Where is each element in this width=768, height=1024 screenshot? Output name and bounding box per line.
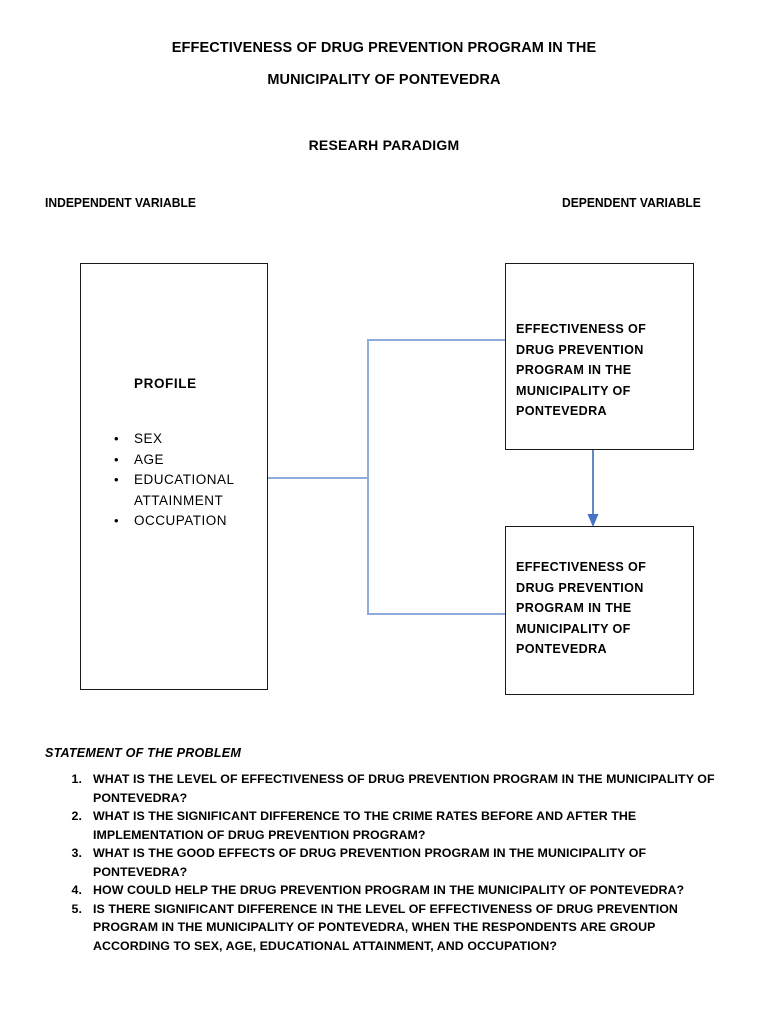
profile-item-label: AGE	[134, 451, 165, 467]
research-paradigm-heading: RESEARH PARADIGM	[308, 137, 460, 153]
document-title-line-2: MUNICIPALITY OF PONTEVEDRA	[267, 72, 501, 88]
profile-item-list: • SEX • AGE • EDUCATIONAL ATTAINMENT • O…	[101, 429, 235, 532]
box-text-line: MUNICIPALITY OF	[516, 621, 631, 636]
question-text: WHAT IS THE SIGNIFICANT DIFFERENCE TO TH…	[93, 809, 637, 842]
dependent-variable-box-top: EFFECTIVENESS OF DRUG PREVENTION PROGRAM…	[505, 263, 694, 450]
box-text-line: DRUG PREVENTION	[516, 580, 644, 595]
profile-item-label-continued: ATTAINMENT	[134, 492, 224, 508]
dependent-box-bottom-text: EFFECTIVENESS OF DRUG PREVENTION PROGRAM…	[516, 557, 646, 660]
independent-variable-label: INDEPENDENT VARIABLE	[45, 195, 196, 210]
document-title-line-1: EFFECTIVENESS OF DRUG PREVENTION PROGRAM…	[171, 40, 597, 56]
list-item: • AGE	[101, 450, 235, 471]
item-number: 2.	[71, 809, 82, 823]
bullet-icon: •	[114, 472, 120, 487]
item-number: 3.	[71, 846, 82, 860]
profile-item-label: OCCUPATION	[134, 513, 228, 528]
bullet-icon: •	[114, 431, 120, 446]
list-item: 1. WHAT IS THE LEVEL OF EFFECTIVENESS OF…	[62, 770, 722, 807]
independent-variable-box: PROFILE • SEX • AGE • EDUCATIONAL ATTAIN…	[80, 263, 268, 690]
connector-line-bottom-branch	[367, 613, 506, 615]
bullet-icon: •	[114, 513, 120, 528]
question-text: IS THERE SIGNIFICANT DIFFERENCE IN THE L…	[93, 901, 678, 953]
question-text: HOW COULD HELP THE DRUG PREVENTION PROGR…	[93, 883, 685, 897]
profile-item-label: SEX	[134, 431, 163, 446]
statement-of-problem-list: 1. WHAT IS THE LEVEL OF EFFECTIVENESS OF…	[62, 770, 722, 955]
box-text-line: PONTEVEDRA	[516, 404, 607, 418]
list-item: • OCCUPATION	[101, 511, 235, 532]
list-item: 2. WHAT IS THE SIGNIFICANT DIFFERENCE TO…	[62, 807, 722, 844]
box-text-line: MUNICIPALITY OF	[516, 383, 631, 398]
research-paradigm-diagram: PROFILE • SEX • AGE • EDUCATIONAL ATTAIN…	[80, 263, 694, 695]
dependent-variable-label: DEPENDENT VARIABLE	[562, 195, 701, 210]
list-item: • EDUCATIONAL ATTAINMENT	[101, 470, 235, 511]
bullet-icon: •	[114, 451, 120, 467]
box-text-line: EFFECTIVENESS OF	[516, 322, 647, 336]
down-arrow-icon	[587, 450, 599, 527]
box-text-line: PROGRAM IN THE	[516, 363, 632, 377]
list-item: 4. HOW COULD HELP THE DRUG PREVENTION PR…	[62, 881, 722, 900]
box-text-line: EFFECTIVENESS OF	[516, 560, 647, 574]
item-number: 1.	[71, 772, 82, 786]
question-text: WHAT IS THE GOOD EFFECTS OF DRUG PREVENT…	[93, 846, 647, 879]
connector-line-left-horizontal	[267, 477, 369, 479]
dependent-box-top-text: EFFECTIVENESS OF DRUG PREVENTION PROGRAM…	[516, 319, 646, 422]
item-number: 4.	[71, 883, 82, 897]
box-text-line: DRUG PREVENTION	[516, 342, 644, 357]
box-text-line: PONTEVEDRA	[516, 642, 607, 656]
list-item: 5. IS THERE SIGNIFICANT DIFFERENCE IN TH…	[62, 900, 722, 956]
list-item: 3. WHAT IS THE GOOD EFFECTS OF DRUG PREV…	[62, 844, 722, 881]
item-number: 5.	[71, 901, 82, 916]
dependent-variable-box-bottom: EFFECTIVENESS OF DRUG PREVENTION PROGRAM…	[505, 526, 694, 695]
statement-of-problem-heading: STATEMENT OF THE PROBLEM	[45, 746, 242, 760]
list-item: • SEX	[101, 429, 235, 450]
connector-line-top-branch	[367, 339, 506, 341]
box-text-line: PROGRAM IN THE	[516, 601, 632, 615]
connector-line-vertical	[367, 340, 369, 615]
question-text: WHAT IS THE LEVEL OF EFFECTIVENESS OF DR…	[93, 772, 715, 805]
profile-heading: PROFILE	[134, 376, 197, 391]
profile-item-label: EDUCATIONAL	[134, 472, 235, 487]
